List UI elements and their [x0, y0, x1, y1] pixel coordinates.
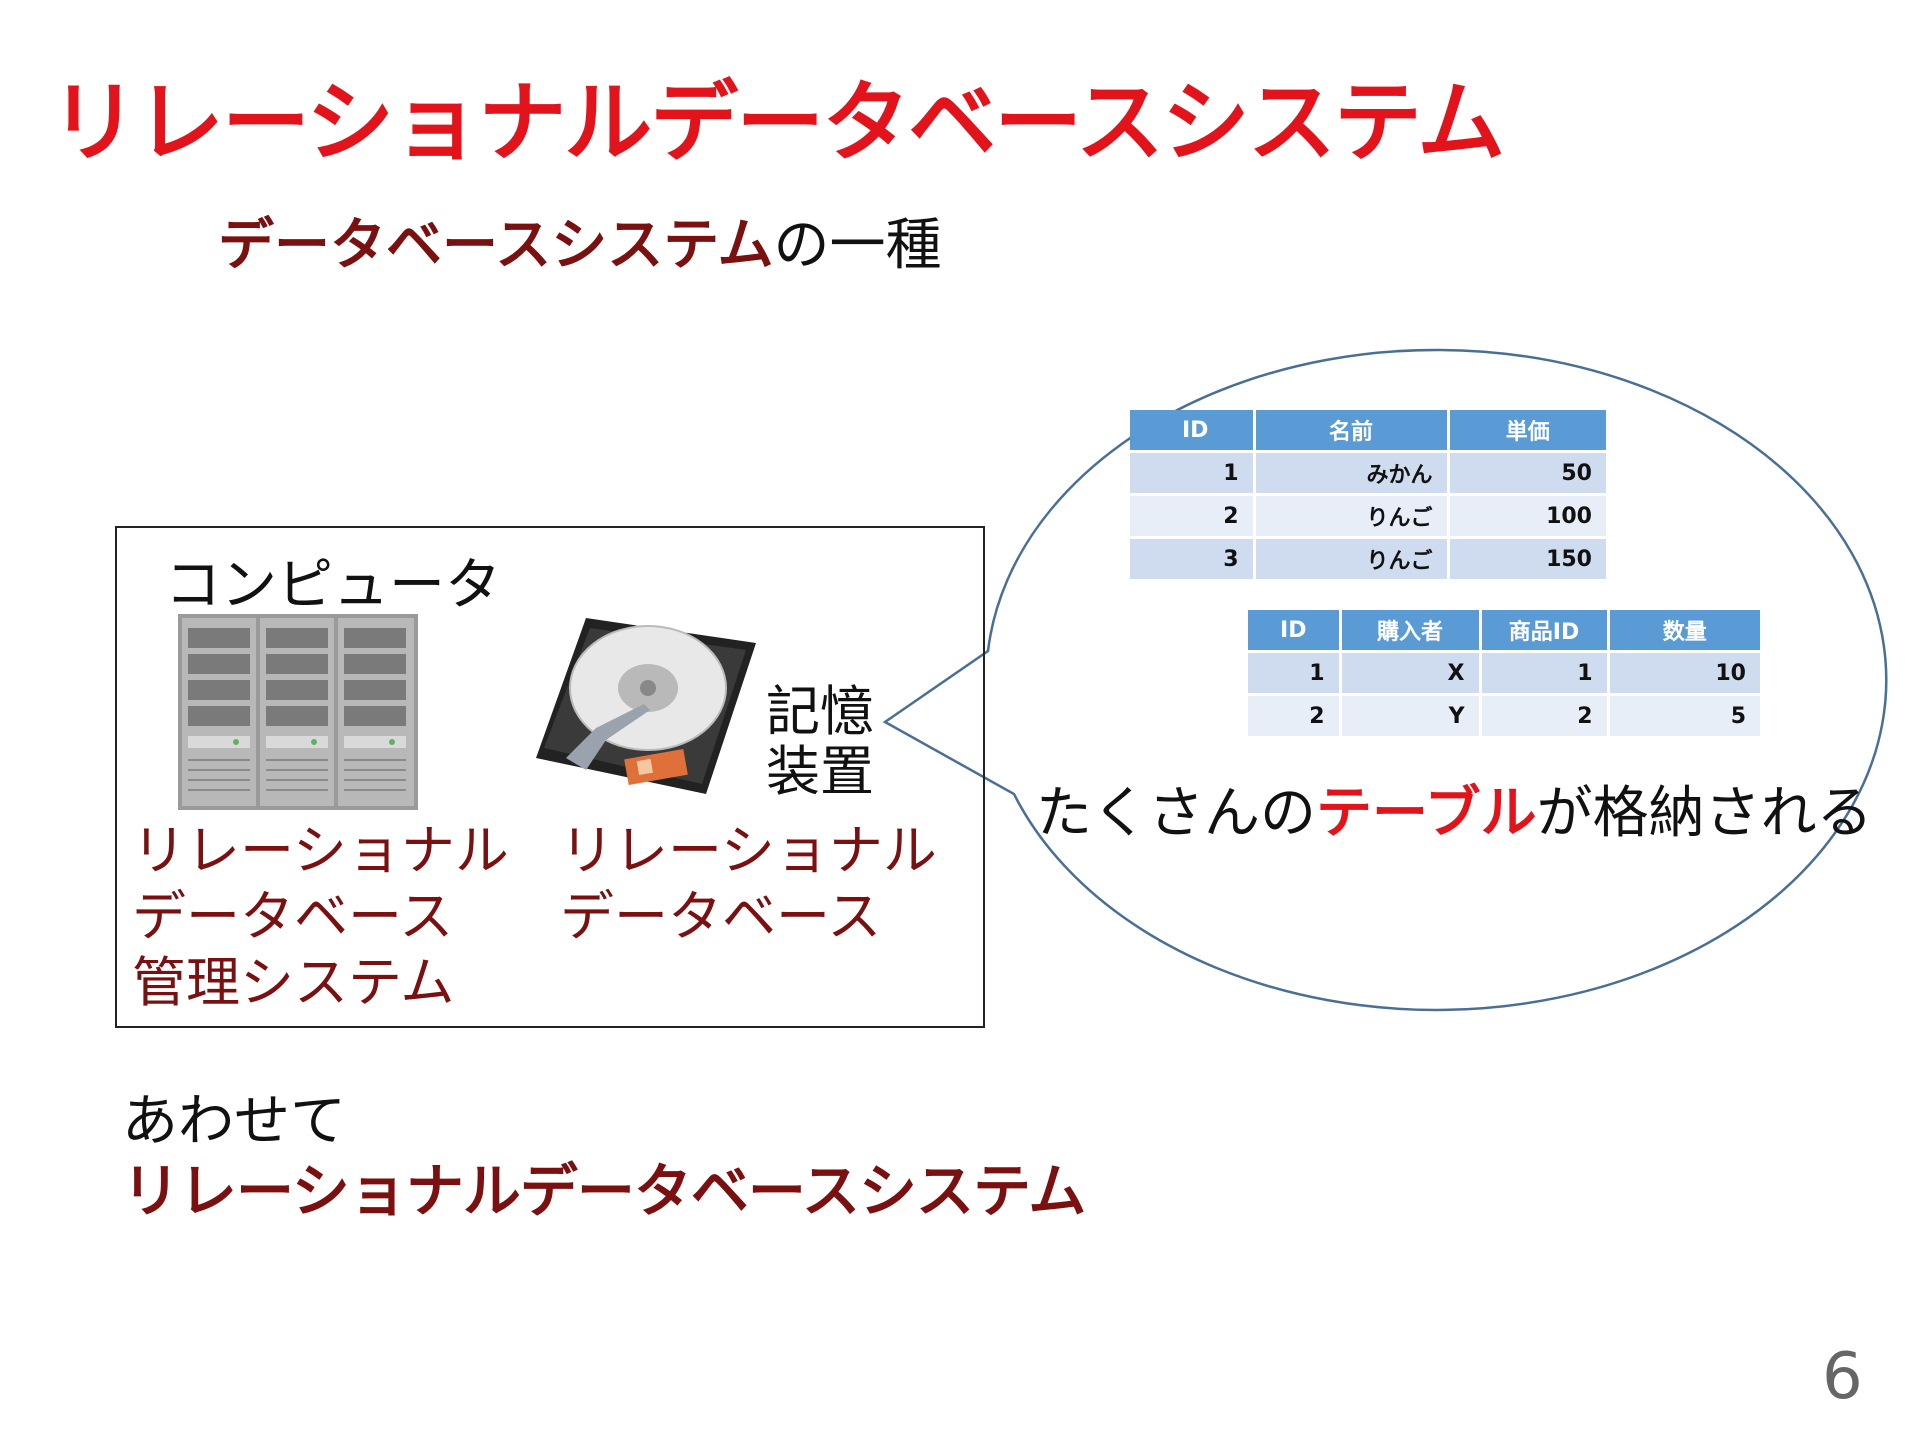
table-row: 2 りんご 100	[1130, 493, 1606, 538]
rdb-label-line: データベース	[560, 885, 882, 948]
rdb-label-line: リレーショナル	[560, 819, 937, 882]
computer-label: コンピュータ	[165, 553, 501, 618]
bubble-caption: たくさんのテーブルが格納される	[1036, 768, 1873, 849]
table-cell: 1	[1478, 650, 1608, 695]
table-cell: 5	[1606, 693, 1760, 736]
table-cell: 1	[1248, 650, 1340, 695]
rdbms-label-line: データベース	[132, 885, 454, 948]
subtitle-rest: の一種	[773, 213, 942, 278]
purchases-table: ID 購入者 商品ID 数量 1 X 1 10 2 Y 2 5	[1248, 610, 1760, 736]
rdbms-label-line: 管理システム	[132, 951, 455, 1014]
table-cell: 1	[1130, 450, 1254, 495]
column-header: 商品ID	[1478, 610, 1608, 652]
server-rack-icon	[178, 614, 418, 810]
table-row: 3 りんご 150	[1130, 536, 1606, 579]
table-row: 1 X 1 10	[1248, 650, 1760, 695]
column-header: 数量	[1606, 610, 1760, 652]
table-cell: りんご	[1252, 493, 1448, 538]
table-cell: X	[1338, 650, 1480, 695]
table-cell: 10	[1606, 650, 1760, 695]
products-table: ID 名前 単価 1 みかん 50 2 りんご 100 3 りんご 150	[1130, 410, 1606, 579]
rdbms-label: リレーショナル データベース 管理システム	[132, 818, 509, 1016]
slide-title: リレーショナルデータベースシステム	[50, 71, 1505, 174]
footer-line-2: リレーショナルデータベースシステム	[122, 1157, 1086, 1225]
footer-line-1: あわせて	[122, 1089, 346, 1154]
caption-emphasis: テーブル	[1316, 781, 1537, 846]
computer-box	[115, 526, 985, 1028]
hard-disk-icon	[536, 618, 756, 794]
column-header: ID	[1248, 610, 1340, 652]
column-header: 単価	[1446, 410, 1606, 452]
table-cell: Y	[1338, 693, 1480, 736]
storage-label-line: 装置	[766, 740, 874, 803]
table-cell: 150	[1446, 536, 1606, 579]
page-number: 6	[1822, 1340, 1863, 1414]
table-cell: 100	[1446, 493, 1606, 538]
table-cell: 2	[1478, 693, 1608, 736]
table-row: 1 みかん 50	[1130, 450, 1606, 495]
table-cell: 2	[1130, 493, 1254, 538]
column-header: 購入者	[1338, 610, 1480, 652]
column-header: ID	[1130, 410, 1254, 452]
table-cell: 3	[1130, 536, 1254, 579]
caption-post: が格納される	[1536, 781, 1873, 846]
table-cell: 2	[1248, 693, 1340, 736]
subtitle-emphasis: データベースシステム	[218, 213, 774, 278]
storage-label-line: 記憶	[766, 680, 874, 743]
rdb-label: リレーショナル データベース	[560, 818, 937, 950]
storage-label: 記憶 装置	[766, 682, 874, 802]
rdbms-label-line: リレーショナル	[132, 819, 509, 882]
column-header: 名前	[1252, 410, 1448, 452]
table-header-row: ID 購入者 商品ID 数量	[1248, 610, 1760, 652]
subtitle: データベースシステムの一種	[218, 200, 942, 281]
caption-pre: たくさんの	[1036, 781, 1316, 846]
table-cell: 50	[1446, 450, 1606, 495]
table-cell: みかん	[1252, 450, 1448, 495]
table-row: 2 Y 2 5	[1248, 693, 1760, 736]
table-cell: りんご	[1252, 536, 1448, 579]
table-header-row: ID 名前 単価	[1130, 410, 1606, 452]
